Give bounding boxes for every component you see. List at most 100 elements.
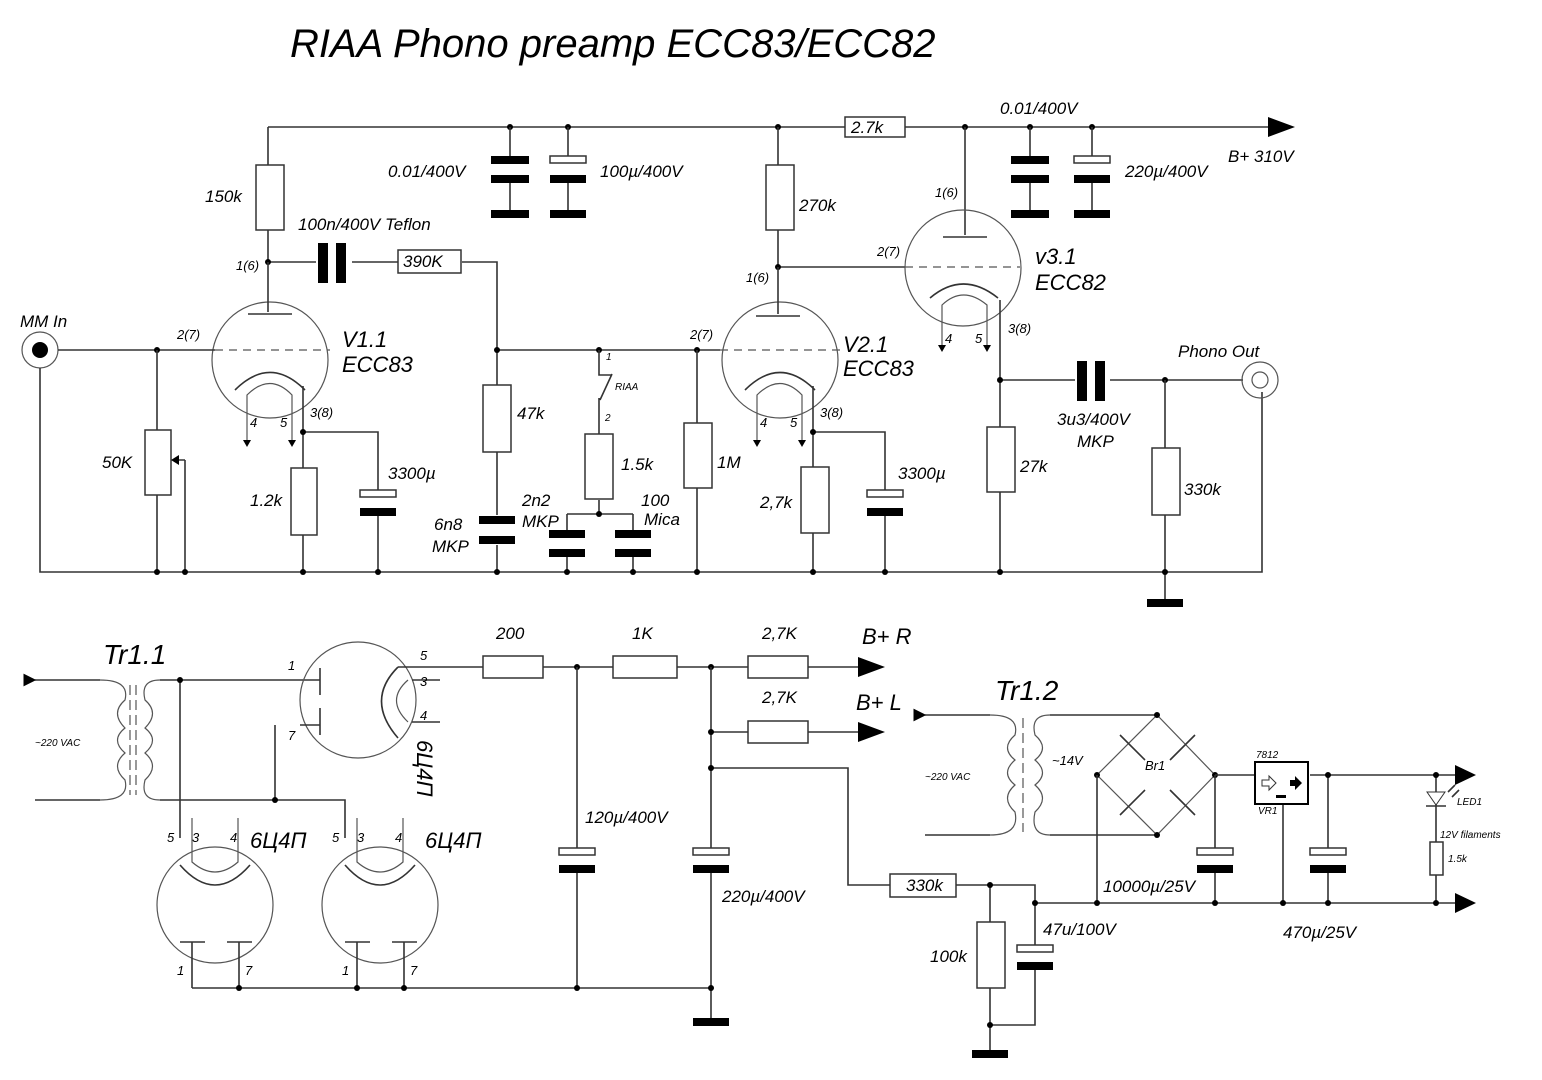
tube-type: ECC83 (342, 352, 414, 377)
pin-label: 4 (420, 708, 427, 723)
pin-label: 1(6) (746, 270, 769, 285)
label-3300u-1: 3300µ (388, 464, 436, 483)
label-150k: 150k (205, 187, 243, 206)
b-plus-r-arrow-icon (858, 657, 885, 677)
ground-icon (693, 1018, 729, 1026)
pin-label: 3 (420, 674, 428, 689)
b-plus-l-label: B+ L (856, 690, 902, 715)
lv-supply-section: Tr1.2 ~220 VAC ~14V Br1 10000µ/25V 470µ/… (925, 675, 1501, 942)
label-c100u: 100µ/400V (600, 162, 684, 181)
tube-v2-1: 1(6) 2(7) 3(8) 4 5 V2.1 ECC83 (689, 267, 915, 447)
label-1k: 1K (632, 624, 653, 643)
led-icon (1426, 791, 1446, 806)
b-plus-label: B+ 310V (1228, 147, 1295, 166)
switch-pin: 2 (604, 413, 611, 424)
rectifier-tube-left: 5 3 4 1 7 6Ц4П (156, 818, 710, 989)
filament-note: 12V filaments (1440, 830, 1501, 841)
pin-label: 5 (280, 415, 288, 430)
bridge-rectifier: Br1 (1094, 712, 1218, 838)
tube-name: V2.1 (843, 332, 888, 357)
pin-label: 4 (945, 331, 952, 346)
label-mica: Mica (644, 510, 680, 529)
phono-out-label: Phono Out (1178, 342, 1261, 361)
label-c220u: 220µ/400V (1124, 162, 1209, 181)
secondary-label: ~14V (1052, 753, 1084, 768)
schematic-title: RIAA Phono preamp ECC83/ECC82 (290, 22, 936, 66)
pin-label: 2(7) (689, 327, 713, 342)
transformer-tr1-2-label: Tr1.2 (995, 675, 1059, 706)
mm-in-label: MM In (20, 312, 67, 331)
label-1k5: 1.5k (621, 455, 655, 474)
rectifier-tube-right: 5 3 4 1 7 6Ц4П (321, 818, 481, 988)
label-100: 100 (641, 491, 670, 510)
label-3u3-type: MKP (1077, 432, 1115, 451)
label-3u3: 3u3/400V (1057, 410, 1131, 429)
bridge-label: Br1 (1145, 758, 1165, 773)
label-200: 200 (495, 624, 525, 643)
label-390k: 390K (403, 252, 443, 271)
switch-label: RIAA (615, 382, 639, 393)
label-270k: 270k (798, 196, 837, 215)
pin-label: 5 (420, 648, 428, 663)
label-470u: 470µ/25V (1283, 923, 1358, 942)
label-47k: 47k (517, 404, 546, 423)
label-teflon-cap: 100n/400V Teflon (298, 215, 431, 234)
label-120u: 120µ/400V (585, 808, 669, 827)
label-1m: 1M (717, 453, 741, 472)
filament-minus-arrow-icon (1455, 893, 1476, 913)
pin-label: 1(6) (935, 185, 958, 200)
pin-label: 5 (975, 331, 983, 346)
ground-icon (1147, 599, 1183, 607)
label-6n8-type: MKP (432, 537, 470, 556)
pin-label: 1 (177, 963, 184, 978)
mm-input-jack[interactable] (21, 331, 59, 369)
transformer-tr1-1-label: Tr1.1 (103, 639, 166, 670)
label-27k: 27k (1019, 457, 1049, 476)
tube-name: V1.1 (342, 327, 387, 352)
resistor-2k7-dropper (844, 116, 906, 138)
pin-label: 4 (250, 415, 257, 430)
pin-label: 4 (760, 415, 767, 430)
label-c001-1: 0.01/400V (388, 162, 467, 181)
pin-label: 3(8) (1008, 321, 1031, 336)
pin-label: 4 (230, 830, 237, 845)
label-1k5-led: 1.5k (1448, 854, 1468, 865)
pin-label: 5 (790, 415, 798, 430)
pin-label: 4 (395, 830, 402, 845)
regulator-ref: VR1 (1258, 806, 1277, 817)
led-label: LED1 (1457, 797, 1482, 808)
tube-v1-1: 1(6) 2(7) 3(8) 4 5 V1.1 ECC83 (176, 258, 414, 447)
hv-supply-section: Tr1.1 ~220 VAC 1 7 5 3 4 6Ц4П 5 (35, 624, 1117, 1058)
tube-v3-1: 1(6) 2(7) 3(8) 4 5 v3.1 ECC82 (876, 185, 1106, 352)
pin-label: 1(6) (236, 258, 259, 273)
pin-label: 7 (288, 728, 296, 743)
label-50k: 50K (102, 453, 133, 472)
label-47u: 47u/100V (1043, 920, 1117, 939)
label-2n2: 2n2 (521, 491, 551, 510)
mains-label: ~220 VAC (35, 738, 81, 749)
label-330k-hv: 330k (906, 876, 944, 895)
label-10000u: 10000µ/25V (1103, 877, 1197, 896)
label-100k: 100k (930, 947, 968, 966)
b-plus-l-arrow-icon (858, 722, 885, 742)
pin-label: 7 (410, 963, 418, 978)
pin-label: 5 (167, 830, 175, 845)
b-plus-r-label: B+ R (862, 624, 912, 649)
tube-type: ECC83 (843, 356, 915, 381)
tube-type: 6Ц4П (412, 740, 437, 796)
preamp-section: B+ 310V 2.7k 0.01/400V 100µ/400V 0.01/40… (20, 99, 1295, 607)
label-2n2-type: MKP (522, 512, 560, 531)
pin-label: 3(8) (820, 405, 843, 420)
label-2k7-cathode: 2,7k (759, 493, 794, 512)
rectifier-tube-top: 1 7 5 3 4 6Ц4П (288, 641, 478, 796)
pin-label: 3 (192, 830, 200, 845)
pin-label: 5 (332, 830, 340, 845)
tube-type: ECC82 (1035, 270, 1106, 295)
label-2k7-r: 2,7K (761, 624, 798, 643)
pin-label: 3 (357, 830, 365, 845)
phono-out-jack[interactable] (1241, 361, 1279, 399)
pin-label: 2(7) (176, 327, 200, 342)
tube-type: 6Ц4П (250, 828, 306, 853)
pin-label: 3(8) (310, 405, 333, 420)
